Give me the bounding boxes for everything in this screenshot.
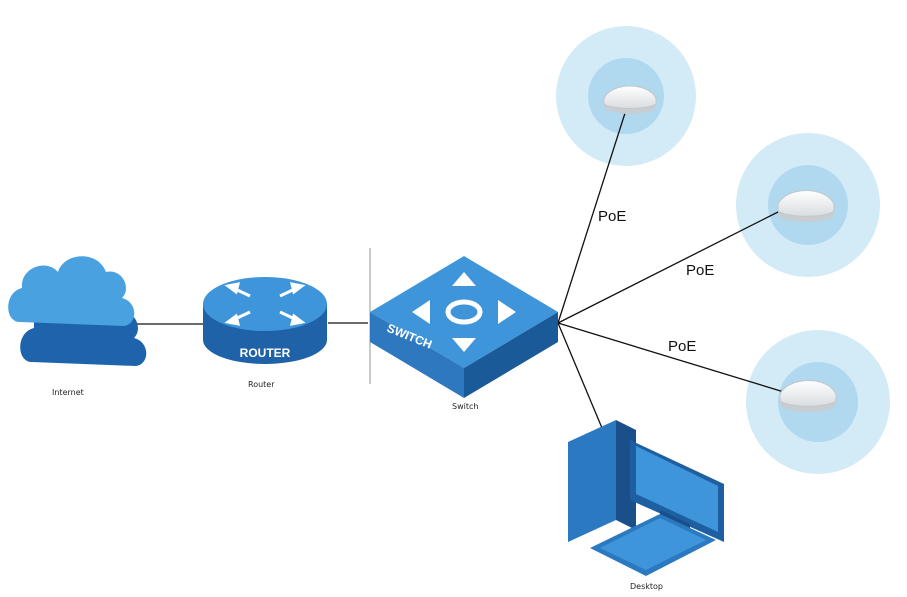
node-label-switch: Switch xyxy=(452,402,479,411)
access-point-icon xyxy=(603,85,657,114)
node-label-internet: Internet xyxy=(52,388,84,397)
link-switch-ap3 xyxy=(557,322,785,393)
node-label-router: Router xyxy=(248,380,275,389)
access-point-icon xyxy=(777,190,835,222)
desktop-computer-icon xyxy=(568,420,724,576)
link-label-poe-ap3: PoE xyxy=(668,338,697,355)
cloud-icon xyxy=(8,256,147,366)
link-switch-ap1 xyxy=(557,109,627,324)
access-point-icon xyxy=(779,380,837,412)
switch-icon xyxy=(370,256,558,398)
link-switch-ap2 xyxy=(557,211,779,324)
router-icon xyxy=(203,277,327,364)
link-label-poe-ap2: PoE xyxy=(686,262,715,279)
link-label-poe-ap1: PoE xyxy=(598,208,627,225)
node-label-desktop: Desktop xyxy=(630,582,663,591)
link-switch-desktop xyxy=(557,322,603,429)
router-badge: ROUTER xyxy=(240,346,291,360)
